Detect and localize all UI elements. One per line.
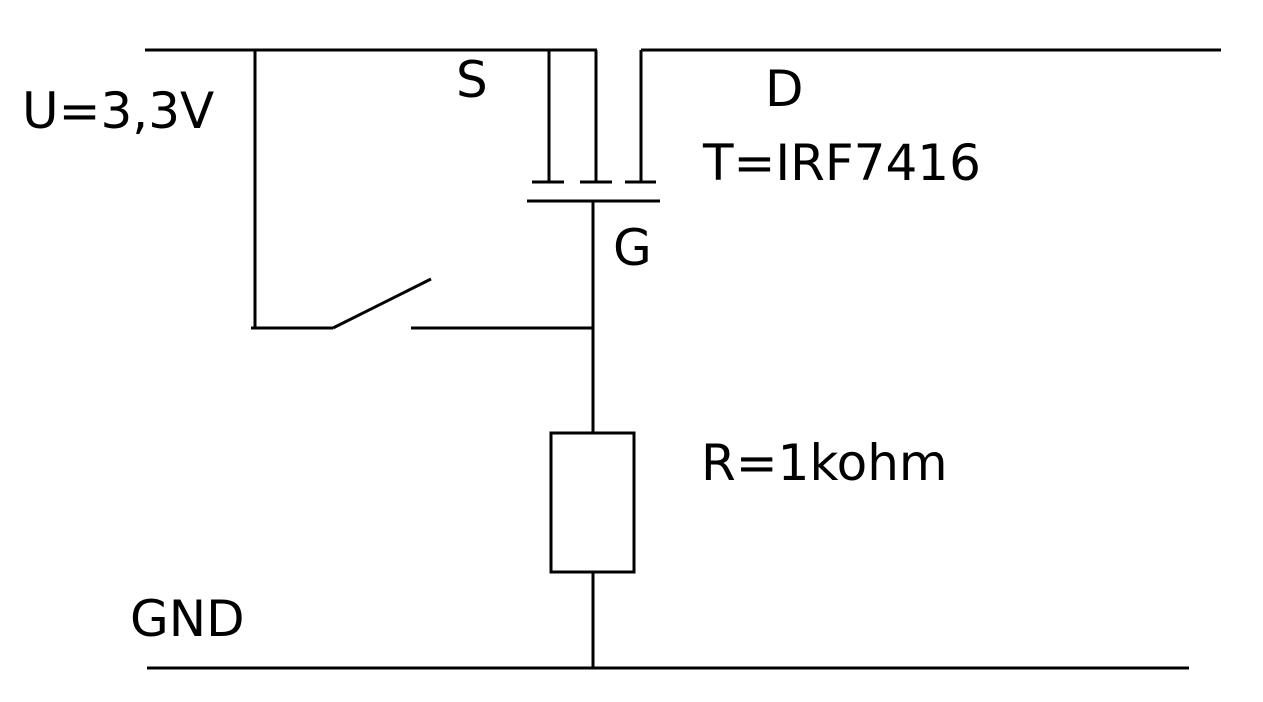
resistor-label: R=1kohm <box>701 434 948 492</box>
ground-label: GND <box>130 590 245 648</box>
resistor-body <box>549 431 636 574</box>
gate-pin-label: G <box>613 219 652 277</box>
transistor-label: T=IRF7416 <box>702 134 981 192</box>
source-pin-label: S <box>456 51 488 109</box>
drain-pin-label: D <box>765 60 804 118</box>
supply-voltage-label: U=3,3V <box>22 82 214 140</box>
switch-symbol <box>251 277 593 330</box>
switch-contact-arm <box>332 277 432 330</box>
mosfet-symbol <box>527 50 660 203</box>
